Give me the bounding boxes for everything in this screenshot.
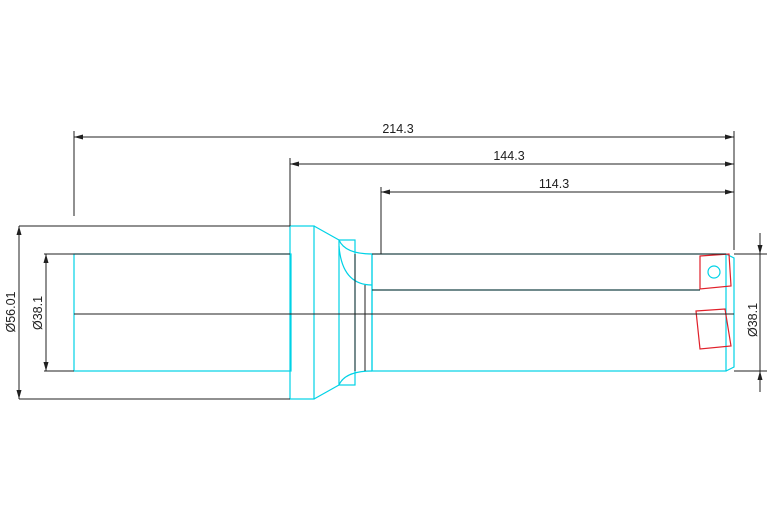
body-length-label: 144.3 <box>493 149 524 163</box>
flute-length-label: 114.3 <box>539 177 569 191</box>
dim-cutting-diameter <box>734 233 767 392</box>
shank-outer-diameter-label: Ø56.01 <box>4 291 18 332</box>
dim-body-length <box>289 158 734 226</box>
neck-fillet <box>338 239 373 386</box>
flute-body <box>371 253 727 372</box>
tool-outline <box>73 225 735 400</box>
insert-screw-icon <box>707 265 721 279</box>
cutting-diameter-label: Ø38.1 <box>746 303 760 337</box>
shank-diameter-label: Ø38.1 <box>31 296 45 330</box>
edge-lines <box>19 225 734 400</box>
dim-flute-length <box>380 187 734 254</box>
cutting-tip <box>725 253 735 372</box>
inserts <box>695 253 732 350</box>
insert-bottom <box>695 308 732 350</box>
overall-length-label: 214.3 <box>382 122 413 136</box>
flange <box>289 225 315 400</box>
dim-overall-length <box>73 131 735 250</box>
shank <box>73 253 292 372</box>
neck-taper <box>313 225 340 400</box>
insert-top <box>699 253 732 290</box>
